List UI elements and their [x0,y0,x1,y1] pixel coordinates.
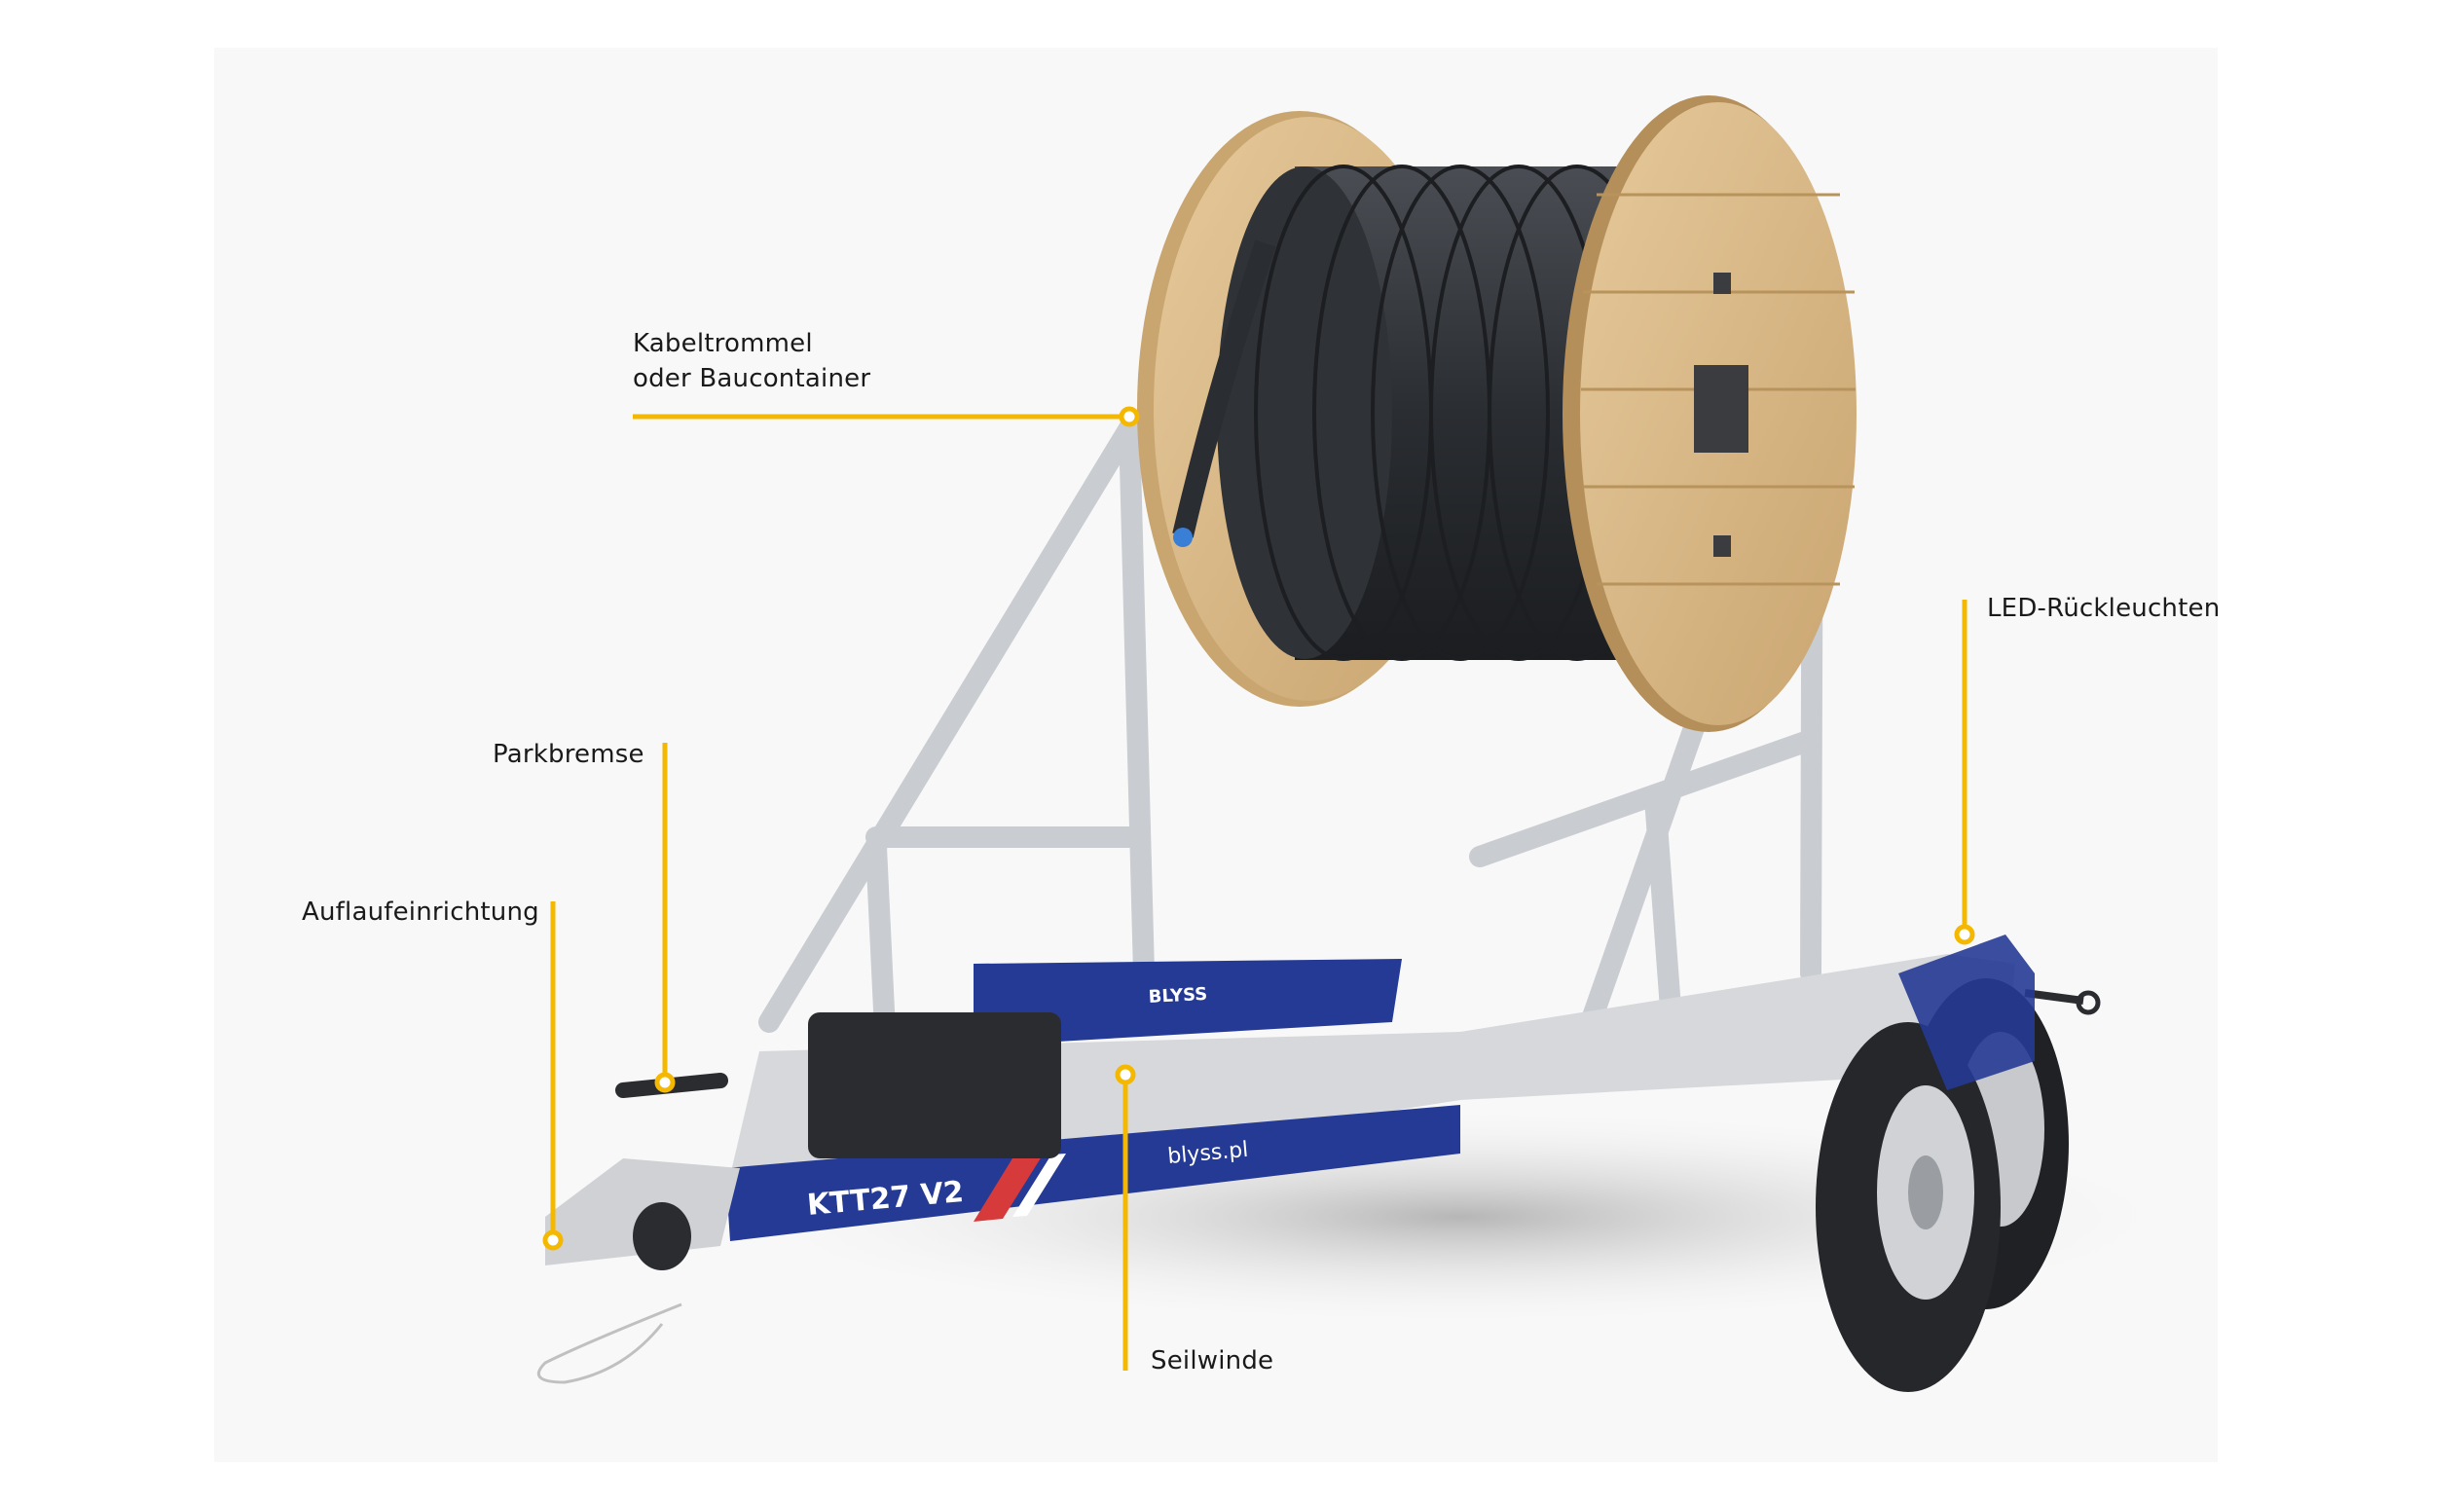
callout-label-parking-brake: Parkbremse [493,740,644,769]
callout-dot-winch [1115,1064,1136,1085]
callout-lines [542,406,1975,1371]
cable-drum [1137,95,1857,732]
callout-dot-drum [1119,406,1140,427]
wheels [1816,935,2069,1392]
callout-label-drum-line1: Kabeltrommel [633,329,813,358]
winch [808,1012,1061,1158]
callout-label-drum: Kabeltrommel oder Baucontainer [633,326,870,396]
callout-dot-overrun [542,1229,564,1251]
callout-label-drum-line2: oder Baucontainer [633,364,871,393]
callout-label-overrun: Auflaufeinrichtung [302,898,539,927]
callout-dot-parking-brake [654,1072,676,1093]
chassis: KTT27 V2 blyss.pl BLYSS [536,954,2101,1384]
callout-label-lights: LED-Rückleuchten [1987,594,2221,623]
callout-label-winch: Seilwinde [1151,1346,1274,1375]
brand-logo: BLYSS [1148,984,1208,1008]
callout-dot-lights [1954,924,1975,945]
